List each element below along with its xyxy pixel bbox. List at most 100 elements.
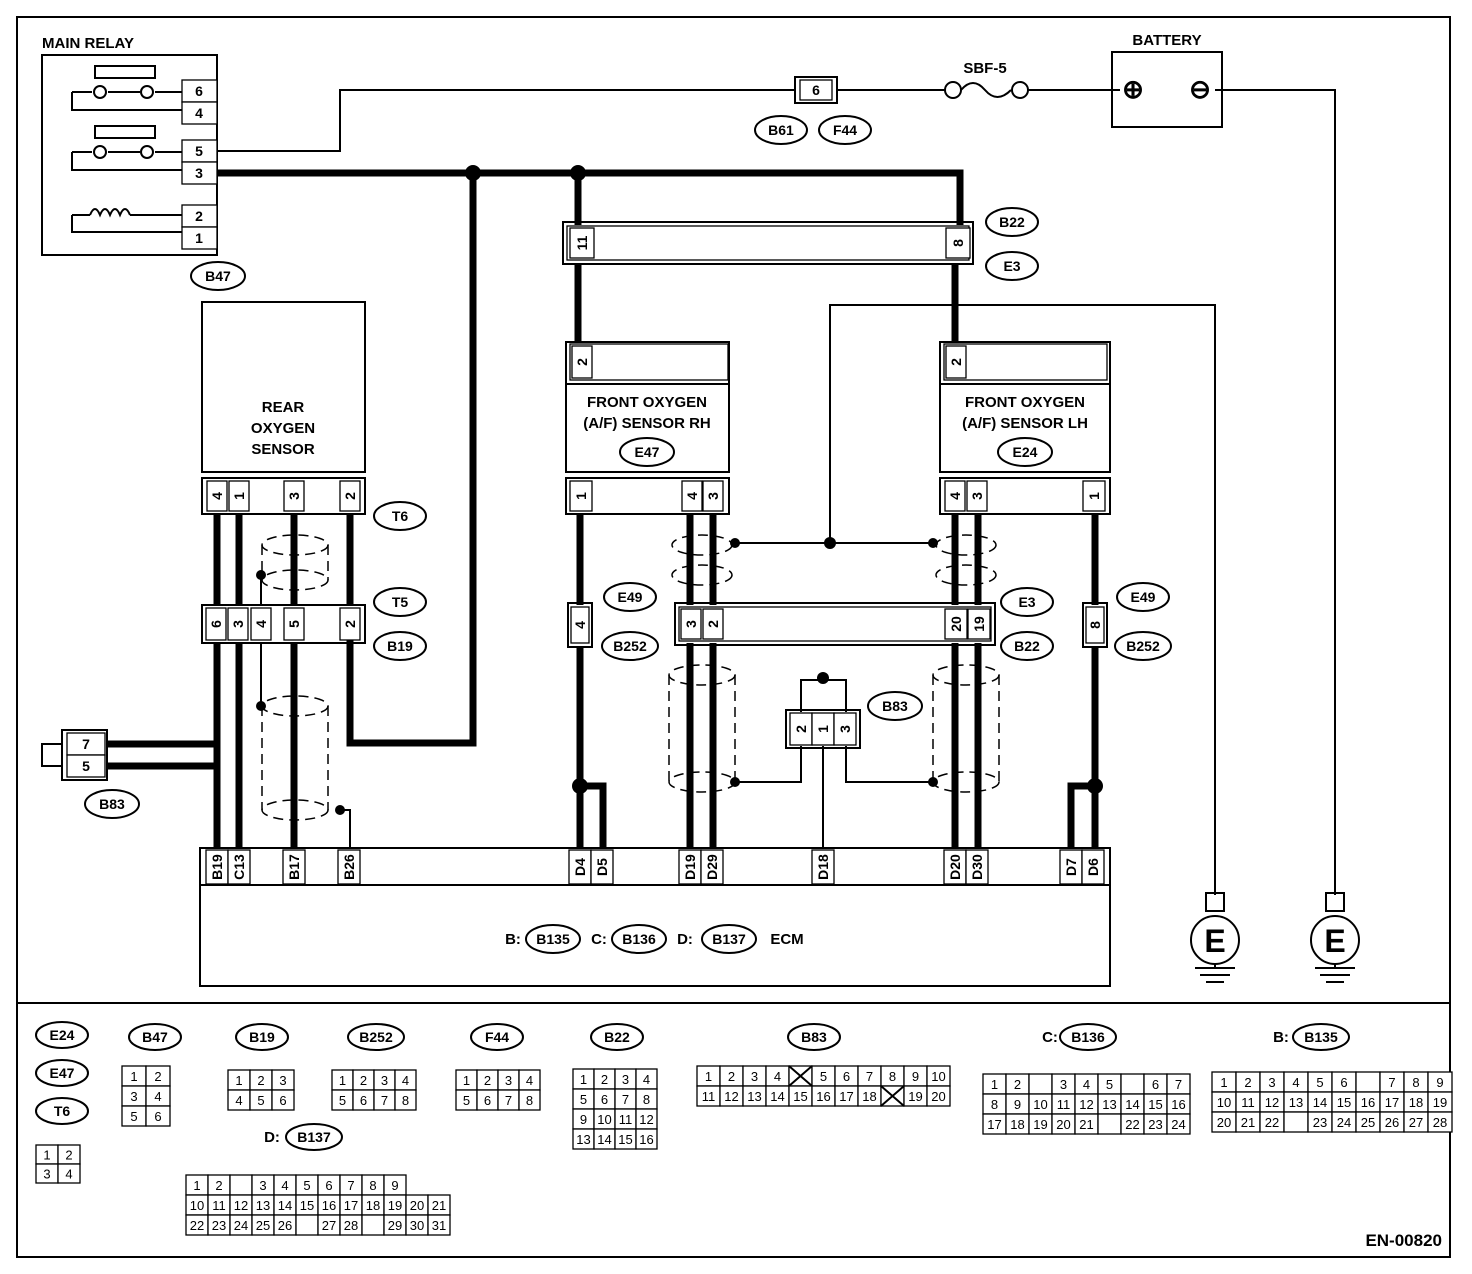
pin-number: 3 (1060, 1077, 1067, 1092)
e3-pin: 2 (705, 620, 721, 628)
pin-number: 4 (235, 1093, 242, 1108)
battery: BATTERY ⊕ ⊖ (1111, 32, 1223, 128)
ecm-pin: B26 (341, 854, 357, 880)
relay-pins: 6 4 5 3 2 1 (181, 79, 218, 250)
lh-pin: 2 (948, 358, 964, 366)
pin-number: 23 (1313, 1115, 1327, 1130)
pin-number: 7 (1175, 1077, 1182, 1092)
rh-pin: 3 (705, 492, 721, 500)
pin-number: 9 (912, 1069, 919, 1084)
ecm-pin: D29 (704, 854, 720, 880)
pin-number: 22 (1265, 1115, 1279, 1130)
legend-connector-id: B22 (604, 1029, 630, 1045)
connector-e49-rh: E49 (618, 589, 643, 605)
pin-number: 2 (1014, 1077, 1021, 1092)
ecm-pin: D6 (1085, 858, 1101, 876)
legend-connector-id: B83 (801, 1029, 827, 1045)
pin-number: 8 (889, 1069, 896, 1084)
pin-number: 1 (130, 1069, 137, 1084)
pin-number: 2 (65, 1148, 72, 1163)
pin-number: 19 (1033, 1117, 1047, 1132)
pin-number: 30 (410, 1218, 424, 1233)
lh-pin: 3 (969, 492, 985, 500)
legend-connector-id: B137 (297, 1129, 331, 1145)
pin-number: 10 (597, 1112, 611, 1127)
relay-pin: 5 (195, 143, 203, 159)
pin-cell (361, 1214, 385, 1236)
rear-label-line3: SENSOR (251, 441, 315, 458)
power-wires (217, 89, 1336, 895)
pin-number: 21 (1241, 1115, 1255, 1130)
pin-number: 22 (1125, 1117, 1139, 1132)
relay-pin: 6 (195, 83, 203, 99)
ground-2: E (1310, 892, 1360, 983)
pin-number: 2 (1244, 1075, 1251, 1090)
connector-f44: F44 (833, 122, 857, 138)
pin-number: 6 (1340, 1075, 1347, 1090)
connector-b19: B19 (387, 638, 413, 654)
connector-b83-mid-label: B83 (882, 698, 908, 714)
joint-connector-bottom: 3 2 20 19 E3 B22 (674, 587, 1054, 661)
pin-cell (635, 1128, 658, 1150)
legend-connector-id: F44 (485, 1029, 509, 1045)
pin-number: 13 (576, 1132, 590, 1147)
b83-mid-pin: 3 (837, 725, 853, 733)
pin-number: 19 (908, 1089, 922, 1104)
pin-number: 2 (360, 1073, 367, 1088)
connector-b61: B61 (768, 122, 794, 138)
rh-pin: 1 (573, 492, 589, 500)
connector-e24: E24 (1013, 444, 1038, 460)
e3-pin: 19 (971, 616, 987, 632)
pin-number: 4 (154, 1089, 161, 1104)
rh-pin: 4 (684, 492, 700, 500)
pin-number: 4 (65, 1167, 72, 1182)
ecm: B19 C13 B17 B26 D4 D5 D19 D29 D18 D20 D3… (199, 847, 1111, 987)
pin-number: 2 (484, 1073, 491, 1088)
pin-cell (145, 1105, 171, 1127)
pin-number: 7 (381, 1093, 388, 1108)
pin-number: 10 (1033, 1097, 1047, 1112)
e3-pin: 20 (948, 616, 964, 632)
legend-connector-id: E24 (50, 1027, 75, 1043)
rear-pin: 3 (286, 492, 302, 500)
pin-cell (1427, 1111, 1453, 1133)
pin-number: 12 (1079, 1097, 1093, 1112)
e3-pin: 3 (683, 620, 699, 628)
pin-number: 24 (1171, 1117, 1185, 1132)
pin-number: 15 (1148, 1097, 1162, 1112)
pin-number: 4 (1292, 1075, 1299, 1090)
front-sensor-rh: 2 FRONT OXYGEN (A/F) SENSOR RH E47 1 4 3 (565, 341, 730, 515)
legend-prefix: B: (1273, 1029, 1289, 1046)
pin-number: 8 (1412, 1075, 1419, 1090)
pin-cell (394, 1089, 417, 1111)
pin-number: 10 (1217, 1095, 1231, 1110)
rear-oxygen-sensor: REAR OXYGEN SENSOR 4 1 3 2 T6 6 3 4 5 2 … (201, 301, 427, 661)
ground-label: E (1324, 923, 1345, 959)
rear-label-line2: OXYGEN (251, 420, 315, 437)
pin-cell (1120, 1073, 1145, 1095)
rear-mid-pin: 5 (286, 620, 302, 628)
pin-number: 5 (820, 1069, 827, 1084)
pin-number: 9 (391, 1178, 398, 1193)
pin-number: 10 (931, 1069, 945, 1084)
pin-number: 3 (259, 1178, 266, 1193)
pin-number: 11 (619, 1112, 633, 1127)
connector-b22-bottom: B22 (1014, 638, 1040, 654)
pin-number: 12 (1265, 1095, 1279, 1110)
pin-number: 7 (866, 1069, 873, 1084)
pin-number: 9 (1436, 1075, 1443, 1090)
pin-number: 8 (402, 1093, 409, 1108)
diagram-frame (16, 16, 1451, 1258)
pin-number: 4 (281, 1178, 288, 1193)
pin-number: 25 (1361, 1115, 1375, 1130)
pin-cell (1355, 1071, 1381, 1093)
e49-lh-pin: 8 (1087, 621, 1103, 629)
pin-number: 12 (724, 1089, 738, 1104)
b83-left-pin: 7 (82, 736, 90, 752)
pin-number: 2 (215, 1178, 222, 1193)
battery-plus-terminal: ⊕ (1122, 74, 1144, 104)
pin-number: 6 (601, 1092, 608, 1107)
